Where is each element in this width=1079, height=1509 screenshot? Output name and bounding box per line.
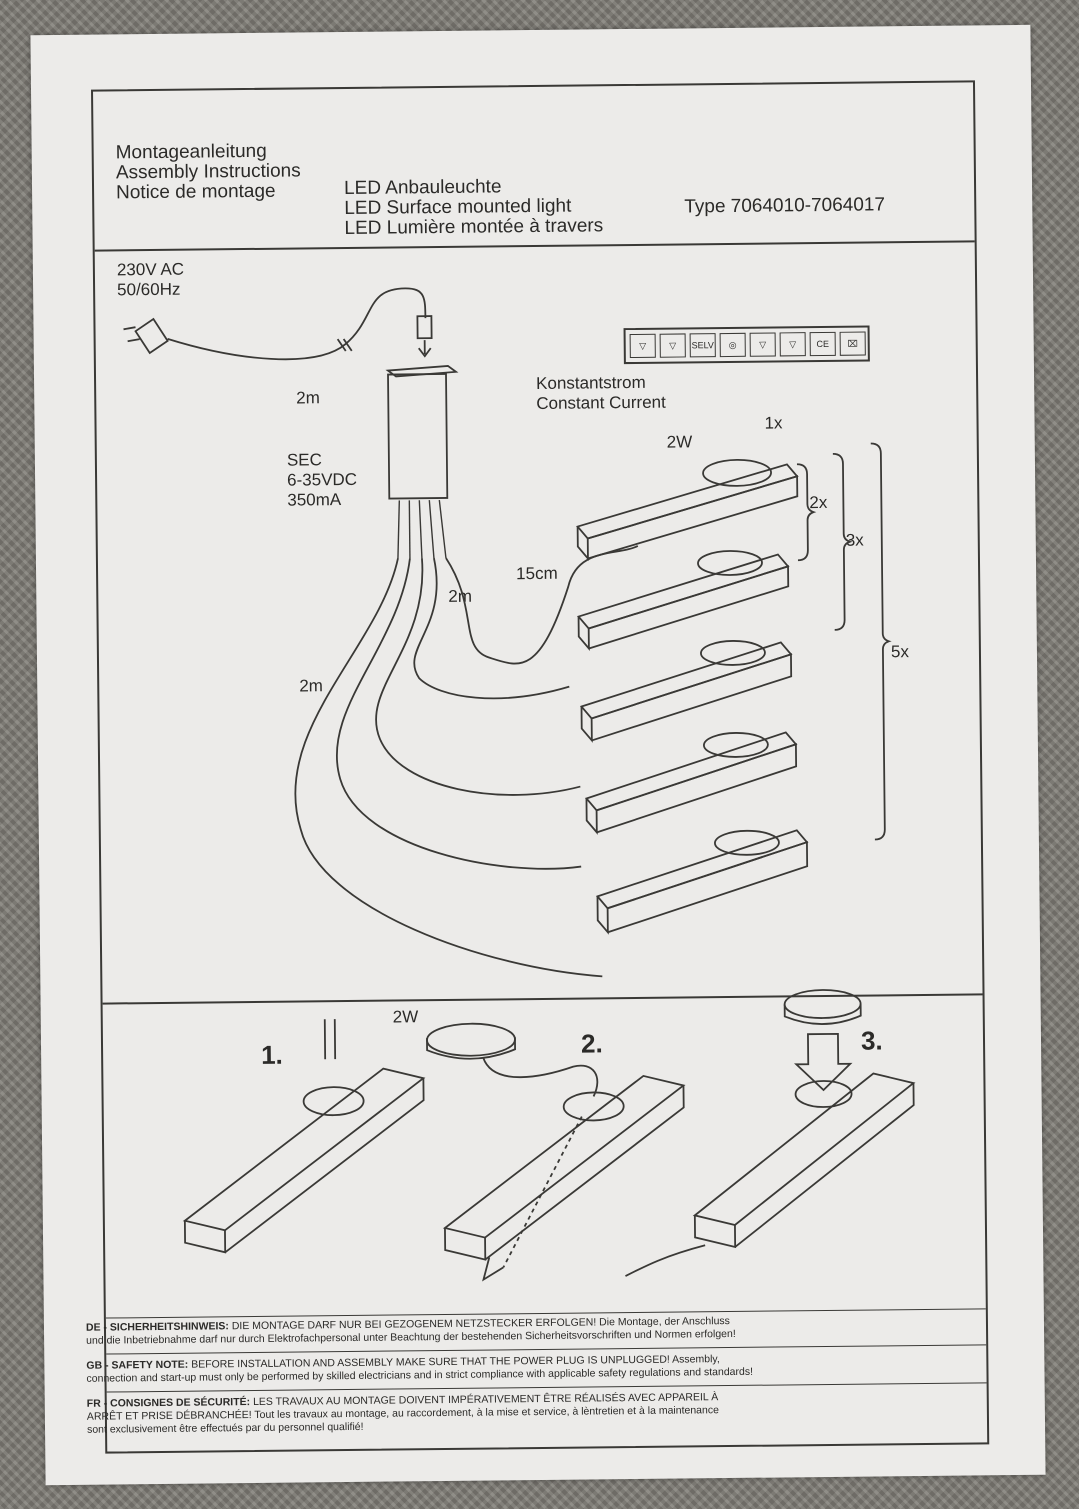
bracket-2x bbox=[796, 463, 817, 562]
safety-note-de-heading: DE - SICHERHEITSHINWEIS: bbox=[85, 1320, 229, 1334]
power-plug-icon bbox=[134, 317, 169, 355]
step-2-drawing bbox=[426, 1022, 686, 1282]
light-bar-1 bbox=[576, 458, 799, 561]
document-frame: Montageanleitung Assembly Instructions N… bbox=[86, 80, 990, 1454]
light-bar-3 bbox=[579, 640, 793, 743]
light-bar-5 bbox=[595, 829, 809, 935]
step-2-power-label: 2W bbox=[392, 1007, 419, 1027]
step-2-number: 2. bbox=[580, 1028, 603, 1059]
light-bar-4 bbox=[584, 731, 798, 835]
instruction-sheet: Montageanleitung Assembly Instructions N… bbox=[30, 24, 1046, 1486]
bracket-5x bbox=[870, 442, 892, 841]
led-driver-box bbox=[387, 373, 449, 500]
safety-note-fr-text-3: sont exclusivement être effectués par du… bbox=[86, 1421, 364, 1437]
light-bar-2 bbox=[576, 550, 790, 651]
safety-note-fr-heading: FR - CONSIGNES DE SÉCURITÉ: bbox=[86, 1396, 251, 1410]
safety-note-gb-heading: GB - SAFETY NOTE: bbox=[86, 1358, 189, 1372]
step-1-drawing bbox=[182, 1019, 426, 1254]
step-1-number: 1. bbox=[260, 1039, 283, 1070]
step-3-drawing bbox=[625, 989, 916, 1277]
step-3-number: 3. bbox=[860, 1025, 883, 1056]
bracket-3x bbox=[832, 452, 853, 631]
wiring-diagram bbox=[102, 287, 983, 1282]
